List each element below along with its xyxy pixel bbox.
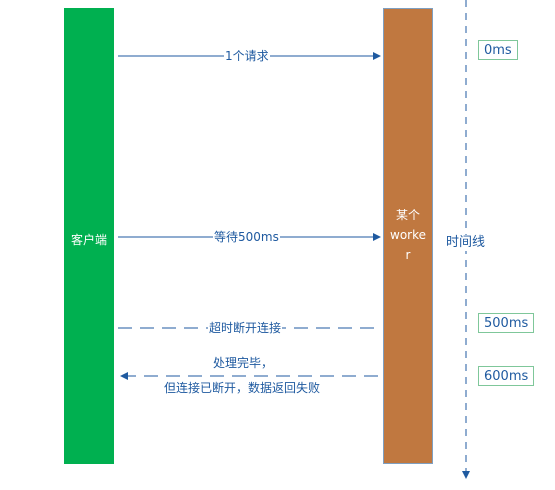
wait-label: 等待500ms	[213, 230, 280, 244]
response-label-line2: 但连接已断开，数据返回失败	[163, 381, 322, 395]
worker-label: 某个 worke r	[384, 205, 432, 265]
time-mark-600ms: 600ms	[478, 366, 535, 386]
time-mark-500ms: 500ms	[478, 313, 535, 333]
timeout-label: 超时断开连接	[208, 321, 283, 335]
client-lane: 客户端	[64, 8, 114, 464]
worker-label-line: r	[405, 248, 411, 262]
worker-label-line: 某个	[395, 208, 420, 222]
timeline-label: 时间线	[446, 235, 486, 251]
response-label-line1: 处理完毕，	[212, 356, 275, 370]
client-label: 客户端	[70, 233, 107, 247]
time-mark-0ms: 0ms	[478, 40, 518, 60]
worker-lane: 某个 worke r	[383, 8, 433, 464]
request-label: 1个请求	[224, 49, 270, 63]
worker-label-line: worke	[390, 228, 426, 242]
